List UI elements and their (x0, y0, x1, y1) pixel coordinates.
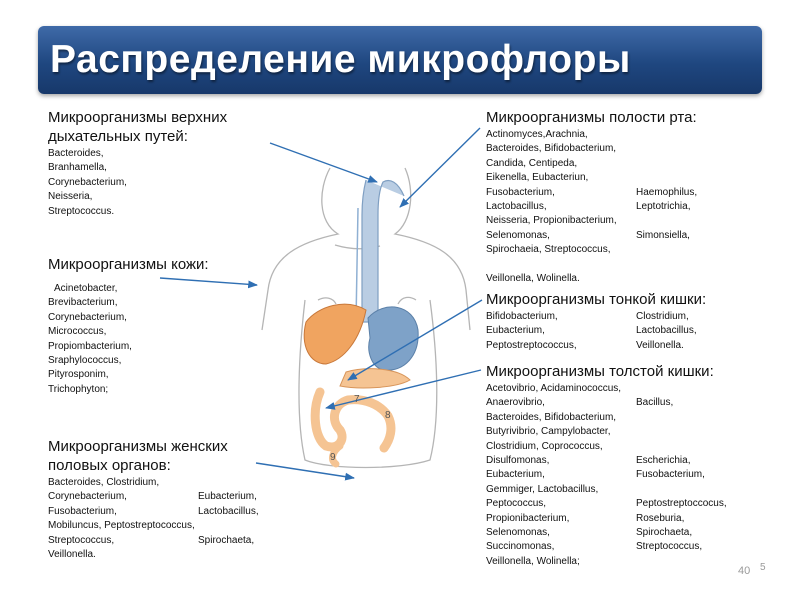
list-item: Corynebacterium, (48, 176, 127, 188)
upper-airways-heading-2: дыхательных путей: (48, 128, 188, 145)
organ-label-9: 9 (330, 452, 336, 463)
oral-list: Actinomyces,Arachnia, Bacteroides, Bifid… (486, 128, 697, 286)
large-intestine (310, 387, 396, 453)
list-item: Mobiluncus, Peptostreptococcus, (48, 520, 195, 532)
list-item: Corynebacterium,Eubacterium, (48, 491, 257, 503)
list-item: Branhamella, (48, 162, 107, 174)
list-item: Streptococcus,Spirochaeta, (48, 534, 255, 546)
female-list: Bacteroides, Clostridium, Corynebacteriu… (48, 476, 259, 562)
list-item: Peptostreptococcus,Veillonella. (486, 339, 684, 351)
female-heading-2: половых органов: (48, 457, 171, 474)
list-item: Propionibacterium,Roseburia, (486, 512, 685, 524)
arrow-upper-airways (269, 142, 378, 183)
skin-section: Микроорганизмы кожи: Acinetobacter, Brev… (48, 255, 209, 397)
list-item: Fusobacterium,Haemophilus, (486, 186, 698, 198)
list-item: Actinomyces,Arachnia, (486, 129, 588, 140)
page-title: Распределение микрофлоры (50, 38, 631, 81)
upper-airways-section: Микроорганизмы верхних дыхательных путей… (48, 108, 227, 219)
liver (303, 303, 367, 365)
list-item: Neisseria, (48, 191, 93, 203)
list-item: Micrococcus, (48, 326, 107, 338)
list-item: Gemmiger, Lactobacillus, (486, 483, 599, 495)
arrow-small-intestine (347, 299, 483, 381)
esophagus (355, 179, 405, 323)
arrow-large-intestine (325, 369, 482, 410)
list-item: Spirochaeia, Streptococcus, (486, 244, 611, 256)
list-item: Sraphylococcus, (48, 354, 122, 366)
arrow-female (255, 462, 355, 481)
list-item: Clostridium, Coprococcus, (486, 440, 603, 452)
large-intestine-heading: Микроорганизмы толстой кишки: (486, 363, 714, 380)
list-item: Veillonella, Wolinella; (486, 555, 580, 567)
small-intestine-heading: Микроорганизмы тонкой кишки: (486, 291, 707, 308)
list-item: Propiombacterium, (48, 340, 132, 352)
list-item: Brevibacterium, (48, 297, 118, 309)
stomach (367, 306, 419, 371)
list-item: Streptococcus. (48, 205, 115, 217)
list-item: Bacteroides, Bifidobacterium, (486, 411, 617, 423)
large-intestine-list: Acetovibrio, Acidaminococcus, Anaerovibr… (486, 382, 727, 569)
list-item: Bacteroides, Bifidobacterium, (486, 143, 617, 155)
female-heading-1: Микроорганизмы женских (48, 438, 228, 455)
arrow-oral (399, 127, 481, 208)
large-intestine-section: Микроорганизмы толстой кишки: Acetovibri… (486, 362, 727, 569)
list-item: Bacteroides, (48, 148, 104, 159)
list-item: Trichophyton; (48, 383, 109, 395)
organ-label-8: 8 (385, 410, 391, 421)
list-item: Eubacterium,Lactobacillus, (486, 325, 697, 337)
list-item: Lactobacillus,Leptotrichia, (486, 200, 691, 212)
list-item: Veillonella. (48, 548, 96, 560)
list-item: Pityrosponim, (48, 369, 109, 381)
list-item: Anaerovibrio,Bacillus, (486, 397, 674, 409)
list-item: Corynebacterium, (48, 311, 127, 323)
list-item: Candida, Centipeda, (486, 157, 578, 169)
list-item: Succinomonas,Streptococcus, (486, 541, 703, 553)
list-item: Butyrivibrio, Campylobacter, (486, 426, 611, 438)
arrow-skin (159, 277, 258, 289)
small-intestine-list: Bifidobacterium,Clostridium, Eubacterium… (486, 310, 706, 353)
list-item: Neisseria, Propionibacterium, (486, 215, 617, 227)
list-item: Bacteroides, Clostridium, (48, 477, 160, 488)
female-section: Микроорганизмы женских половых органов: … (48, 437, 259, 562)
organ-label-7: 7 (354, 394, 360, 405)
list-item: Disulfomonas,Escherichia, (486, 454, 691, 466)
small-intestine-section: Микроорганизмы тонкой кишки: Bifidobacte… (486, 290, 706, 353)
upper-airways-list: Bacteroides, Branhamella, Corynebacteriu… (48, 147, 227, 219)
oral-section: Микроорганизмы полости рта: Actinomyces,… (486, 108, 697, 286)
list-item (486, 258, 697, 272)
oral-heading: Микроорганизмы полости рта: (486, 109, 697, 126)
page-number-left: 40 (738, 565, 751, 577)
arrows (159, 127, 483, 481)
page-number-right: 5 (760, 562, 766, 573)
list-item: Selenomonas,Spirochaeta, (486, 526, 693, 538)
title-banner (38, 26, 762, 94)
list-item: Acetovibrio, Acidaminococcus, (486, 383, 622, 394)
list-item: Selenomonas,Simonsiella, (486, 229, 690, 241)
list-item: Eikenella, Eubacteriun, (486, 172, 589, 184)
list-item: Peptococcus,Peptostreptoccocus, (486, 498, 727, 510)
list-item: Eubacterium,Fusobacterium, (486, 469, 705, 481)
list-item: Bifidobacterium,Clostridium, (486, 311, 689, 322)
upper-airways-heading-1: Микроорганизмы верхних (48, 109, 228, 126)
list-item: Fusobacterium,Lactobacillus, (48, 505, 259, 517)
skin-heading: Микроорганизмы кожи: (48, 256, 209, 273)
skin-list: Acinetobacter, Brevibacterium, Corynebac… (48, 282, 209, 397)
list-item: Veillonella, Wolinella. (486, 272, 580, 284)
list-item: Acinetobacter, (54, 283, 118, 294)
